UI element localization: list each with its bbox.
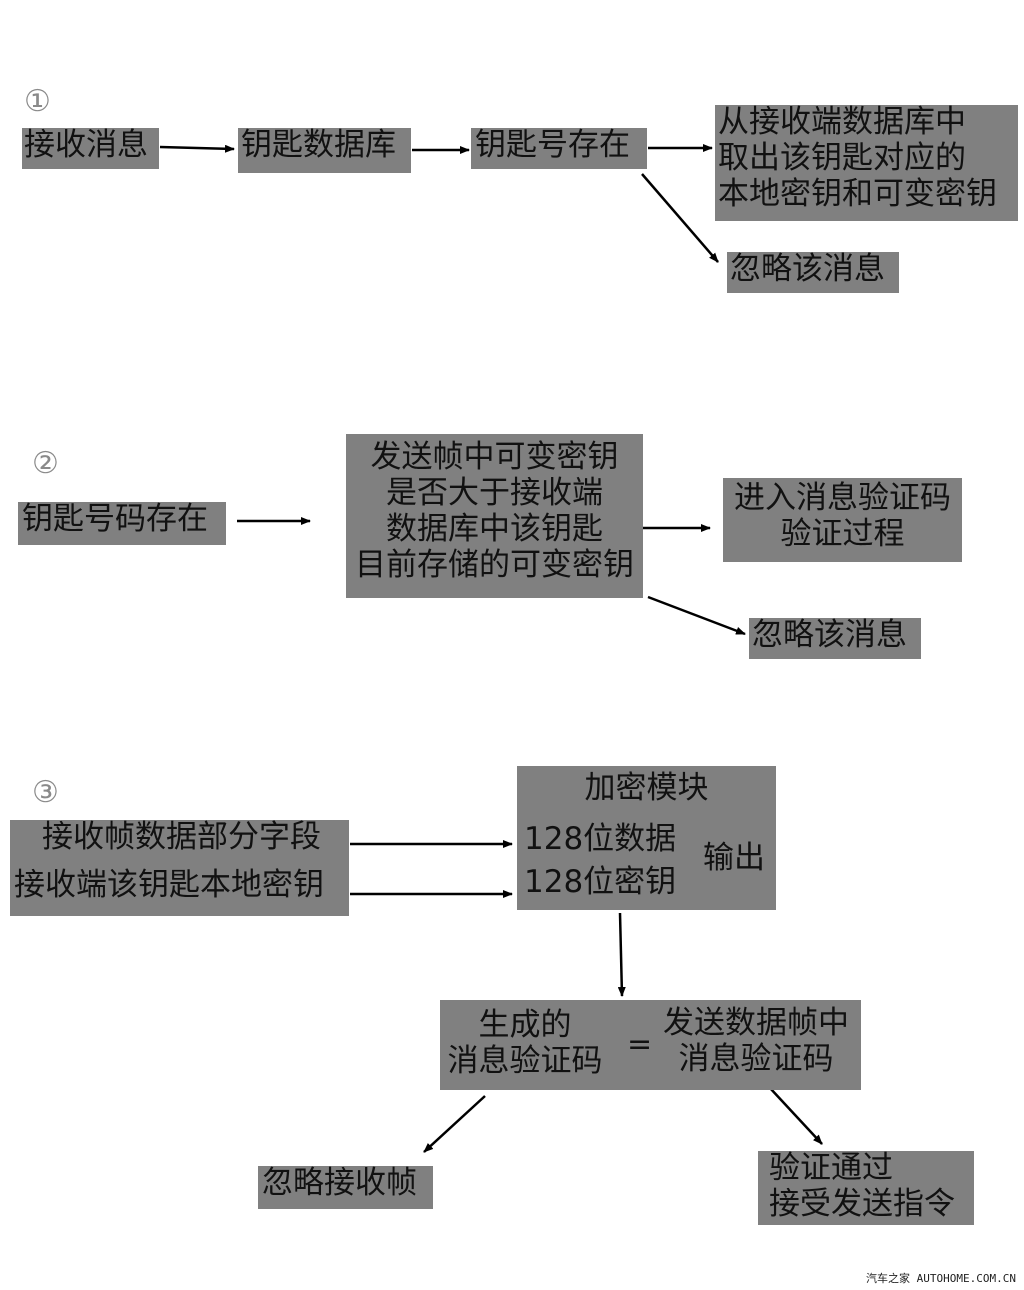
module-title: 加密模块 [584,770,709,806]
arrow-compare-to-pass [769,1087,823,1145]
compare-line-3: 数据库中该钥匙 [386,510,603,547]
compare-line-1: 发送帧中可变密钥 [370,439,619,475]
verification-passed-box: 验证通过 接受发送指令 [758,1150,974,1225]
compare-variable-key-box: 发送帧中可变密钥 是否大于接收端 数据库中该钥匙 目前存储的可变密钥 [346,434,643,598]
encryption-module-box: 加密模块 128位数据 128位密钥 输出 [517,766,776,910]
fetch-line-1: 从接收端数据库中 [718,104,966,140]
pass-line-2: 接受发送指令 [769,1185,955,1222]
compare-line-4: 目前存储的可变密钥 [355,546,634,583]
watermark: 汽车之家 AUTOHOME.COM.CN [866,1272,1016,1285]
arrow-compare-to-ignore-frame [423,1095,486,1153]
enter-line-1: 进入消息验证码 [734,480,951,516]
arrow-exists-to-ignore [641,173,719,263]
receive-message-box: 接收消息 [22,127,159,169]
input-frame-field: 接收帧数据部分字段 [42,819,321,855]
ignore-frame-box: 忽略接收帧 [258,1165,433,1209]
arrow-module-to-compare [617,912,626,997]
compare-line-2: 是否大于接收端 [386,474,603,511]
enter-mac-verification-box: 进入消息验证码 验证过程 [723,478,962,562]
pass-line-1: 验证通过 [769,1150,893,1186]
step-marker-2: ② [32,446,59,481]
enter-line-2: 验证过程 [780,515,905,552]
sent-line-2: 消息验证码 [678,1040,834,1077]
key-number-exists-box: 钥匙号存在 [471,127,647,169]
generated-line-2: 消息验证码 [447,1042,603,1079]
module-key-label: 128位密钥 [524,864,677,900]
mac-comparison-box: 生成的 消息验证码 = 发送数据帧中 消息验证码 [440,1000,861,1090]
generated-mac-text: 生成的 消息验证码 [440,1007,610,1080]
arrow-compare-to-ignore [647,595,746,636]
equals-sign: = [627,1027,653,1062]
generated-line-1: 生成的 [478,1007,572,1043]
step-marker-3: ③ [32,775,59,810]
fetch-line-3: 本地密钥和可变密钥 [718,175,997,212]
ignore-message-box-2: 忽略该消息 [749,617,921,659]
fetch-keys-box: 从接收端数据库中 取出该钥匙对应的 本地密钥和可变密钥 [715,104,1018,221]
encryption-inputs-box: 接收帧数据部分字段 接收端该钥匙本地密钥 [10,819,349,916]
key-database-box: 钥匙数据库 [238,127,411,173]
sent-mac-text: 发送数据帧中 消息验证码 [656,1005,856,1078]
fetch-line-2: 取出该钥匙对应的 [718,139,966,176]
step-marker-1: ① [24,84,51,119]
sent-line-1: 发送数据帧中 [663,1005,849,1041]
arrow-receive-to-db [159,144,235,153]
module-output-label: 输出 [703,840,765,876]
module-data-label: 128位数据 [524,821,677,857]
key-code-exists-box: 钥匙号码存在 [18,501,226,545]
ignore-message-box-1: 忽略该消息 [727,251,899,293]
input-local-key: 接收端该钥匙本地密钥 [14,866,324,903]
